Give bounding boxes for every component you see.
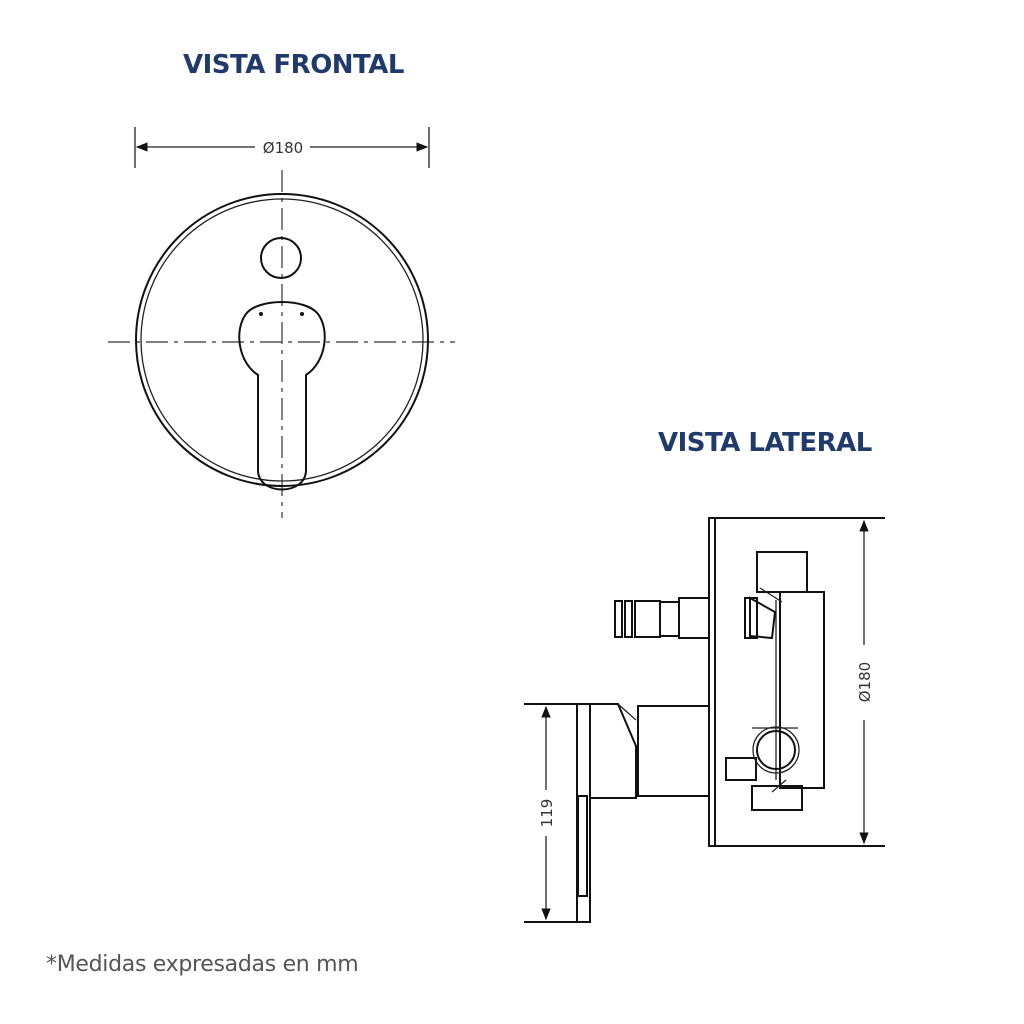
units-footnote: *Medidas expresadas en mm xyxy=(46,952,359,977)
side-height-dimension: Ø180 xyxy=(856,519,874,845)
side-cover-plate xyxy=(708,517,716,847)
side-view: Ø180 119 xyxy=(524,517,885,923)
side-view-title: VISTA LATERAL xyxy=(658,428,872,458)
cartridge-circle xyxy=(756,730,796,770)
cover-plate-inner-edge xyxy=(140,198,424,482)
side-depth-label: 119 xyxy=(538,799,556,828)
side-height-label: Ø180 xyxy=(856,662,874,702)
valve-body xyxy=(744,551,825,811)
cover-plate-outline xyxy=(135,193,429,487)
front-view-title: VISTA FRONTAL xyxy=(183,50,404,80)
front-view: Ø180 xyxy=(108,127,455,518)
diverter-spindle xyxy=(614,597,710,639)
lever-marker-dot-left xyxy=(259,312,263,316)
diverter-knob xyxy=(260,237,302,279)
lever-handle xyxy=(238,301,326,491)
lever-marker-dot-right xyxy=(300,312,304,316)
front-diameter-dimension: Ø180 xyxy=(134,127,430,168)
side-depth-dimension: 119 xyxy=(538,705,556,921)
front-diameter-label: Ø180 xyxy=(263,139,303,157)
lever-connection xyxy=(589,703,800,799)
side-lever-handle xyxy=(524,703,591,923)
